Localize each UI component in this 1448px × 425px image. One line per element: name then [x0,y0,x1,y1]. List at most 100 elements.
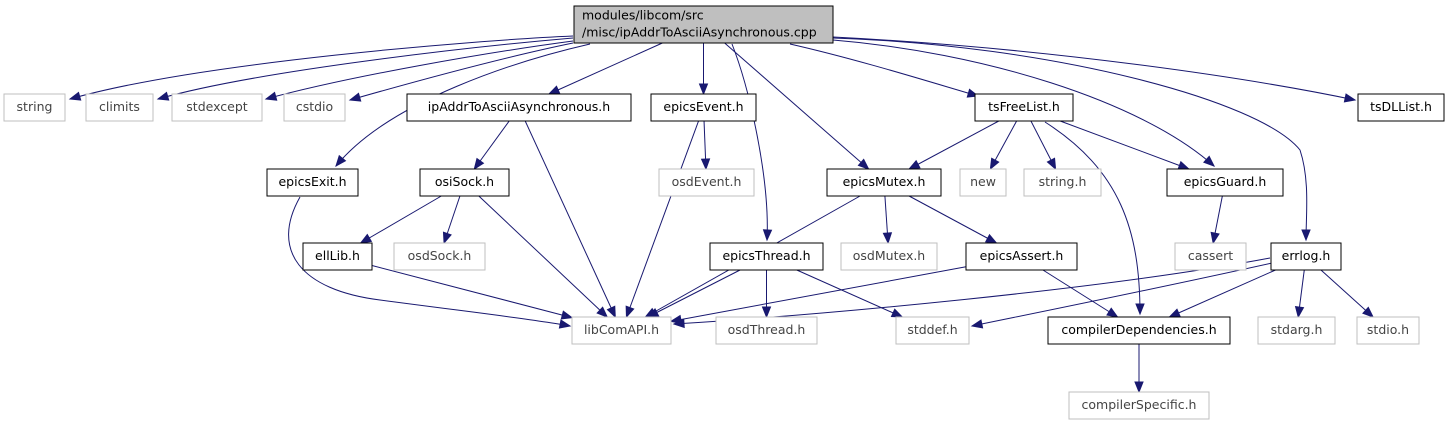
node-stdio: stdio.h [1356,316,1420,345]
node-new: new [959,168,1007,197]
edge-errlog-to-stddef [970,262,1273,329]
node-epicsThread-label: epicsThread.h [722,248,810,263]
node-epicsGuard-label: epicsGuard.h [1184,174,1267,189]
node-epicsExit-label: epicsExit.h [278,174,346,189]
edge-epicsEvent-to-libComAPI [625,120,700,319]
node-stdio-box [1356,316,1420,345]
node-osdSock-label: osdSock.h [408,248,472,263]
node-climits-box [85,93,154,122]
edge-main-to-stdexcept [264,40,574,101]
edge-main-to-errlog-line [832,37,1308,241]
edge-epicsEvent-to-libComAPI-line [625,120,700,318]
node-epicsThread[interactable]: epicsThread.h [709,242,824,271]
edge-errlog-to-stdarg [1294,269,1305,319]
edge-main-to-errlog [832,37,1311,242]
node-stdexcept-label: stdexcept [186,99,247,114]
node-osdThread-box [715,316,818,345]
node-libComAPI-box [571,316,672,345]
edge-epicsAssert-to-libComAPI-line [670,266,967,322]
edge-main-to-epicsExit [335,43,591,168]
node-main-box [573,5,834,44]
node-epicsThread-box [709,242,824,271]
node-ellLib-box [302,242,373,271]
edge-ellLib-to-libComAPI-arrowhead [560,310,574,320]
node-main[interactable]: modules/libcom/src/misc/ipAddrToAsciiAsy… [573,5,834,44]
node-ipaddr_h-label: ipAddrToAsciiAsynchronous.h [428,99,610,114]
edge-errlog-to-stdio-line [1320,269,1374,318]
node-tsFreeList-label: tsFreeList.h [988,99,1060,114]
edge-errlog-to-stdio [1320,269,1375,318]
edge-errlog-to-libComAPI-arrowhead [672,318,685,329]
edge-osiSock-to-osdSock-arrowhead [442,231,452,245]
node-epicsExit[interactable]: epicsExit.h [266,168,359,197]
node-osdEvent-label: osdEvent.h [672,174,742,189]
node-epicsGuard[interactable]: epicsGuard.h [1166,168,1284,197]
edge-main-to-epicsExit-arrowhead [335,154,347,168]
node-osdThread-label: osdThread.h [728,322,806,337]
node-libComAPI-label: libComAPI.h [584,322,659,337]
node-string_h-box [1023,168,1102,197]
edge-errlog-to-stdio-arrowhead [1362,306,1375,318]
edge-errlog-to-stdarg-arrowhead [1294,305,1305,319]
edge-epicsExit-to-libComAPI-line [288,196,571,327]
node-cassert: cassert [1174,242,1247,271]
edge-main-to-string-line [69,35,574,100]
node-main-label-2: /misc/ipAddrToAsciiAsynchronous.cpp [582,25,817,40]
edge-epicsThread-to-osdThread [761,270,772,319]
edge-epicsThread-to-stddef-arrowhead [890,308,904,318]
edge-tsFreeList-to-new-arrowhead [989,157,1000,171]
node-epicsEvent[interactable]: epicsEvent.h [650,93,757,122]
node-epicsExit-box [266,168,359,197]
edge-osiSock-to-ellLib-line [360,195,442,244]
edge-tsFreeList-to-compilerDeps [1044,121,1145,316]
edge-ipaddr_h-to-osiSock [473,120,510,171]
edge-osiSock-to-osdSock [442,195,461,245]
node-tsFreeList[interactable]: tsFreeList.h [974,93,1074,122]
edge-main-to-epicsThread [731,43,773,242]
edge-epicsMutex-to-epicsAssert [908,195,998,244]
node-osiSock-label: osiSock.h [435,174,494,189]
edge-epicsThread-to-stddef-line [796,269,903,318]
node-osdEvent: osdEvent.h [658,168,755,197]
edge-errlog-to-stddef-line [971,262,1273,327]
node-osdMutex-box [840,242,938,271]
node-string: string [3,93,66,122]
edge-tsFreeList-to-epicsMutex-line [908,120,1000,170]
node-compilerDeps-label: compilerDependencies.h [1061,322,1216,337]
edge-main-to-epicsExit-line [335,43,591,167]
edge-main-to-cstdio-arrowhead [348,92,362,102]
edge-epicsGuard-to-cassert-arrowhead [1210,231,1220,245]
edge-main-to-epicsEvent [698,43,709,96]
node-osiSock[interactable]: osiSock.h [419,168,510,197]
node-string-label: string [17,99,53,114]
edge-main-to-epicsMutex [724,42,870,170]
edge-epicsEvent-to-osdEvent [700,120,711,171]
node-new-label: new [970,174,996,189]
node-errlog[interactable]: errlog.h [1270,242,1342,271]
edge-main-to-tsDLList [832,36,1357,103]
edge-ellLib-to-libComAPI-line [371,265,573,319]
edge-main-to-epicsGuard-line [832,39,1215,167]
node-epicsAssert-label: epicsAssert.h [980,248,1064,263]
edge-main-to-stdexcept-arrowhead [264,91,278,101]
node-stdexcept: stdexcept [171,93,263,122]
edge-tsFreeList-to-epicsMutex-arrowhead [908,159,921,170]
edge-epicsAssert-to-compilerDeps [1042,269,1119,318]
edges-layer [68,35,1375,394]
edge-epicsAssert-to-compilerDeps-arrowhead [1106,307,1119,318]
node-epicsMutex[interactable]: epicsMutex.h [826,168,942,197]
edge-epicsThread-to-libComAPI [646,269,741,318]
node-epicsAssert[interactable]: epicsAssert.h [965,242,1078,271]
node-compilerDeps[interactable]: compilerDependencies.h [1047,316,1231,345]
edge-epicsMutex-to-osdMutex [882,195,893,245]
node-osdSock-box [393,242,486,271]
node-ipaddr_h[interactable]: ipAddrToAsciiAsynchronous.h [406,93,632,122]
node-ellLib[interactable]: ellLib.h [302,242,373,271]
node-epicsAssert-box [965,242,1078,271]
node-ipaddr_h-box [406,93,632,122]
node-libComAPI: libComAPI.h [571,316,672,345]
edge-osiSock-to-libComAPI-line [478,195,608,318]
node-tsDLList[interactable]: tsDLList.h [1357,93,1445,122]
edge-main-to-errlog-arrowhead [1301,229,1311,242]
